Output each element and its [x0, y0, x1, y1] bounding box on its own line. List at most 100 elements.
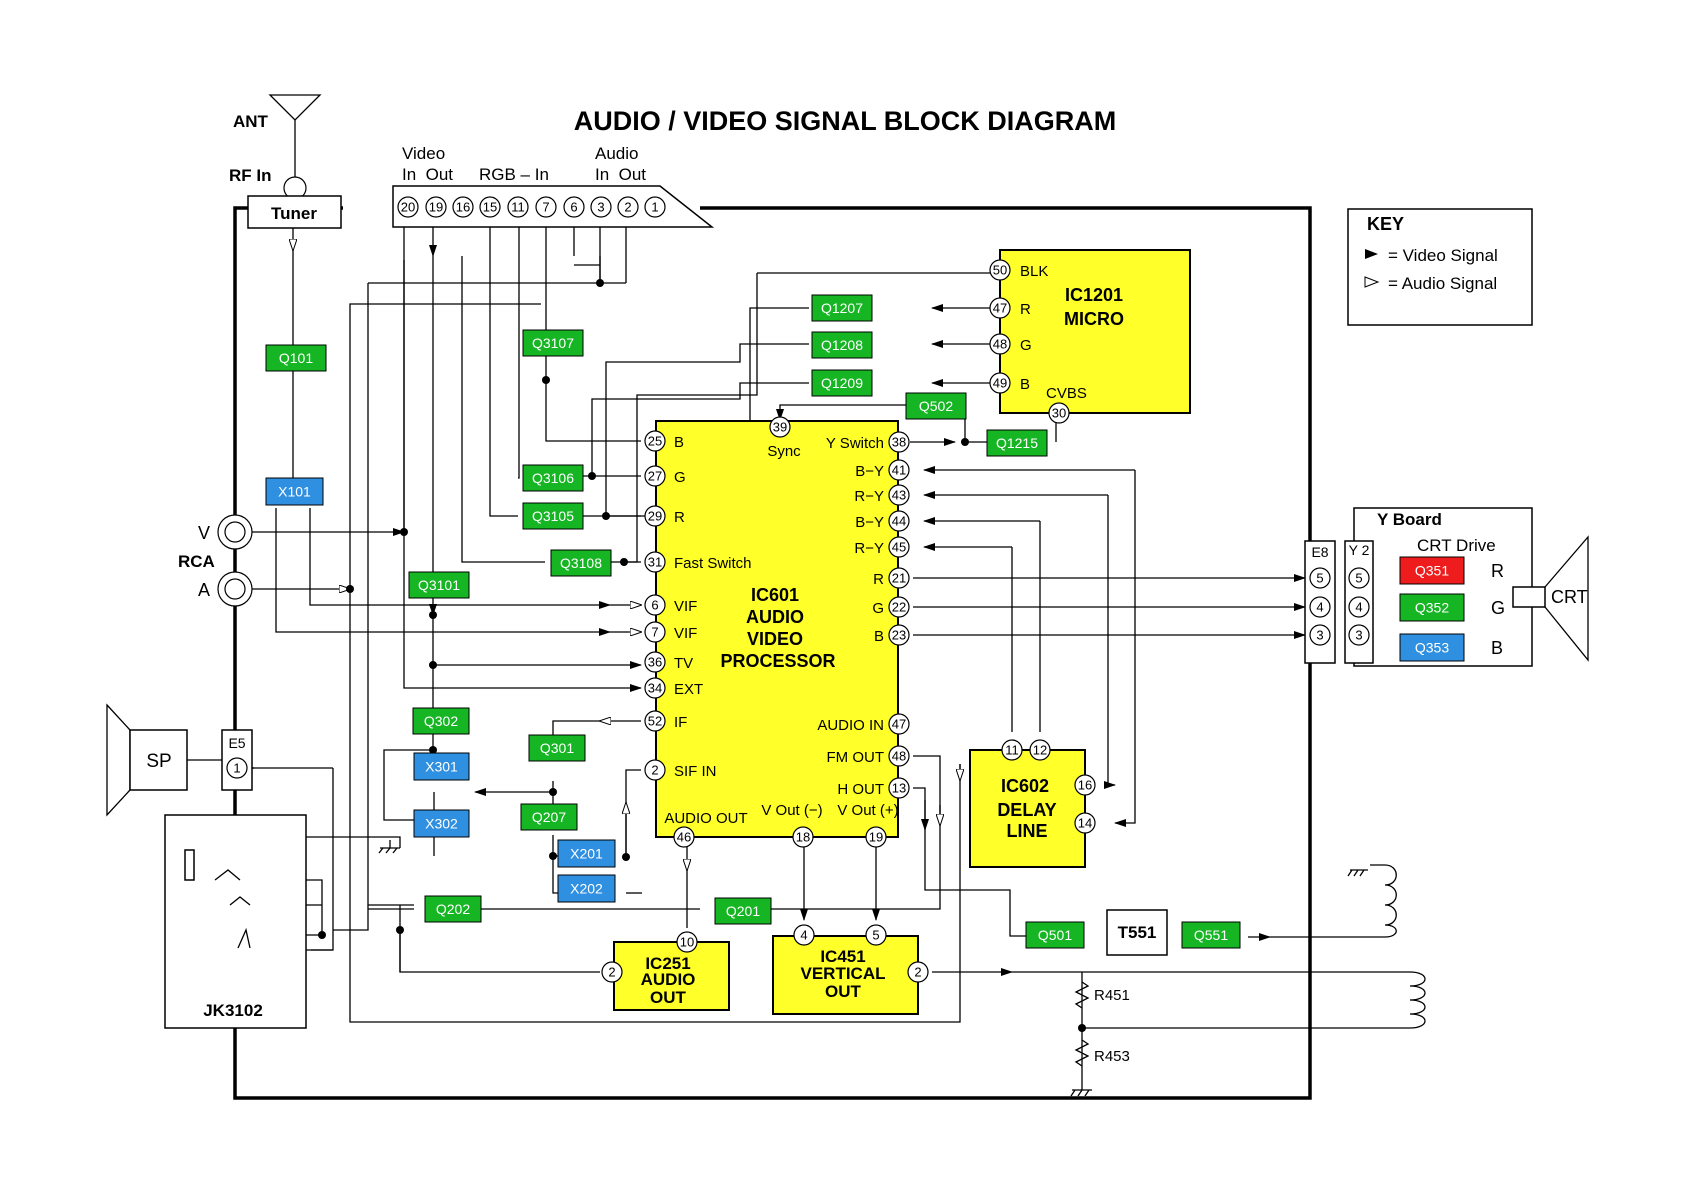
tuner-label: Tuner [271, 204, 317, 223]
svg-text:31: 31 [648, 555, 662, 570]
ic251-pins: 10 2 [601, 931, 698, 983]
r451-label: R451 [1094, 987, 1130, 1004]
svg-text:Q201: Q201 [726, 903, 760, 919]
ic601-pin-label-sync: Sync [767, 443, 801, 460]
crystal-x202: X202 [557, 874, 616, 903]
key-box [1347, 208, 1533, 326]
svg-text:2: 2 [914, 965, 921, 980]
svg-text:Q1215: Q1215 [996, 435, 1038, 451]
svg-text:14: 14 [1078, 816, 1092, 831]
ic601-vout-minus-label: V Out (−) [761, 802, 822, 819]
ic601-pin-46: 46 [673, 826, 695, 848]
svg-text:3: 3 [1316, 628, 1323, 643]
ic601-vout-plus-label: V Out (+) [837, 802, 898, 819]
transistor-q551: Q551 [1181, 921, 1241, 949]
ic601-pin-22: 22 [888, 596, 910, 618]
ic601-pin-45: 45 [888, 536, 910, 558]
r451-resistor-icon [1074, 981, 1090, 1009]
ic251-pin-10: 10 [676, 931, 698, 953]
svg-text:X302: X302 [425, 816, 458, 832]
connector-pin-15: 15 [479, 196, 501, 218]
rca-a-jack [217, 571, 253, 607]
ant-label: ANT [233, 112, 269, 131]
ground-icon [378, 840, 400, 854]
ic601-pin-label-45: R−Y [854, 540, 884, 557]
svg-text:16: 16 [1078, 778, 1092, 793]
crt-icon [1512, 535, 1589, 662]
ic1201-pin-47: 47 [989, 297, 1011, 319]
crt-drive-label: CRT Drive [1417, 536, 1496, 555]
connector-pin-20: 20 [397, 196, 419, 218]
ic601-pin-label-34: EXT [674, 681, 703, 698]
ic601-pin-label-2: SIF IN [674, 763, 717, 780]
audio-header: Audio [595, 144, 638, 163]
svg-text:19: 19 [869, 830, 883, 845]
ic601-pin-2: 2 [644, 759, 666, 781]
svg-text:4: 4 [800, 928, 807, 943]
y2-pin-5: 5 [1348, 567, 1370, 589]
ic601-line-2: VIDEO [747, 629, 803, 649]
ic1201-pin-label-50: BLK [1020, 263, 1048, 280]
y2-label: Y 2 [1349, 542, 1370, 558]
svg-text:X201: X201 [570, 846, 603, 862]
crystal-x201: X201 [557, 839, 616, 868]
svg-text:Q3107: Q3107 [532, 335, 574, 351]
svg-text:23: 23 [892, 628, 906, 643]
diagram-title: AUDIO / VIDEO SIGNAL BLOCK DIAGRAM [574, 106, 1117, 136]
rgb-in-header: RGB – In [479, 165, 549, 184]
ic1201-name: IC1201 [1065, 285, 1123, 305]
ic601-pin-label-6: VIF [674, 598, 697, 615]
transistor-q502: Q502 [905, 392, 967, 420]
svg-text:48: 48 [892, 749, 906, 764]
ic601-pin-52: 52 [644, 710, 666, 732]
ic601-pin-27: 27 [644, 465, 666, 487]
ic601-pin-7: 7 [644, 621, 666, 643]
ic602-pin-14: 14 [1074, 812, 1096, 834]
svg-text:Q3108: Q3108 [560, 555, 602, 571]
rca-a-label: A [198, 580, 210, 600]
ic251-pin-2: 2 [601, 961, 623, 983]
ic601-pin-label-25: B [674, 434, 684, 451]
svg-text:13: 13 [892, 781, 906, 796]
svg-text:44: 44 [892, 514, 906, 529]
svg-text:Q551: Q551 [1194, 927, 1228, 943]
svg-text:Q353: Q353 [1415, 640, 1449, 656]
ic602-line-1: DELAY [997, 800, 1056, 820]
speaker-label: SP [146, 751, 171, 772]
svg-text:Q502: Q502 [919, 398, 953, 414]
yoke-coil-icon [1347, 864, 1426, 1029]
y2-pin-4: 4 [1348, 596, 1370, 618]
transistor-q3107: Q3107 [522, 329, 584, 357]
e8-label: E8 [1311, 544, 1328, 560]
svg-text:Q202: Q202 [436, 901, 470, 917]
svg-text:2: 2 [608, 965, 615, 980]
ic601-pin-41: 41 [888, 459, 910, 481]
svg-text:7: 7 [651, 625, 658, 640]
transistor-q3101: Q3101 [408, 571, 470, 599]
svg-text:11: 11 [1005, 743, 1019, 758]
ic601-pin-label-7: VIF [674, 625, 697, 642]
jack-label: JK3102 [203, 1001, 263, 1020]
rca-v-label: V [198, 523, 210, 543]
crystal-x101: X101 [265, 477, 324, 506]
svg-text:Q3106: Q3106 [532, 470, 574, 486]
e8-pin-3: 3 [1309, 624, 1331, 646]
transistor-q501: Q501 [1025, 921, 1085, 949]
headphone-jack-icon [184, 849, 251, 949]
ic601-pin-38: 38 [888, 431, 910, 453]
connector-pin-6: 6 [563, 196, 585, 218]
ic602-delay-line [969, 749, 1086, 868]
svg-text:Q1209: Q1209 [821, 375, 863, 391]
svg-text:41: 41 [892, 463, 906, 478]
svg-text:34: 34 [648, 681, 662, 696]
transistor-q202: Q202 [424, 895, 482, 923]
svg-text:50: 50 [993, 263, 1007, 278]
ic601-name: IC601 [751, 585, 799, 605]
transistor-q201: Q201 [714, 897, 772, 925]
ic602-name: IC602 [1001, 776, 1049, 796]
svg-text:10: 10 [680, 935, 694, 950]
transistor-q1208: Q1208 [811, 331, 873, 359]
